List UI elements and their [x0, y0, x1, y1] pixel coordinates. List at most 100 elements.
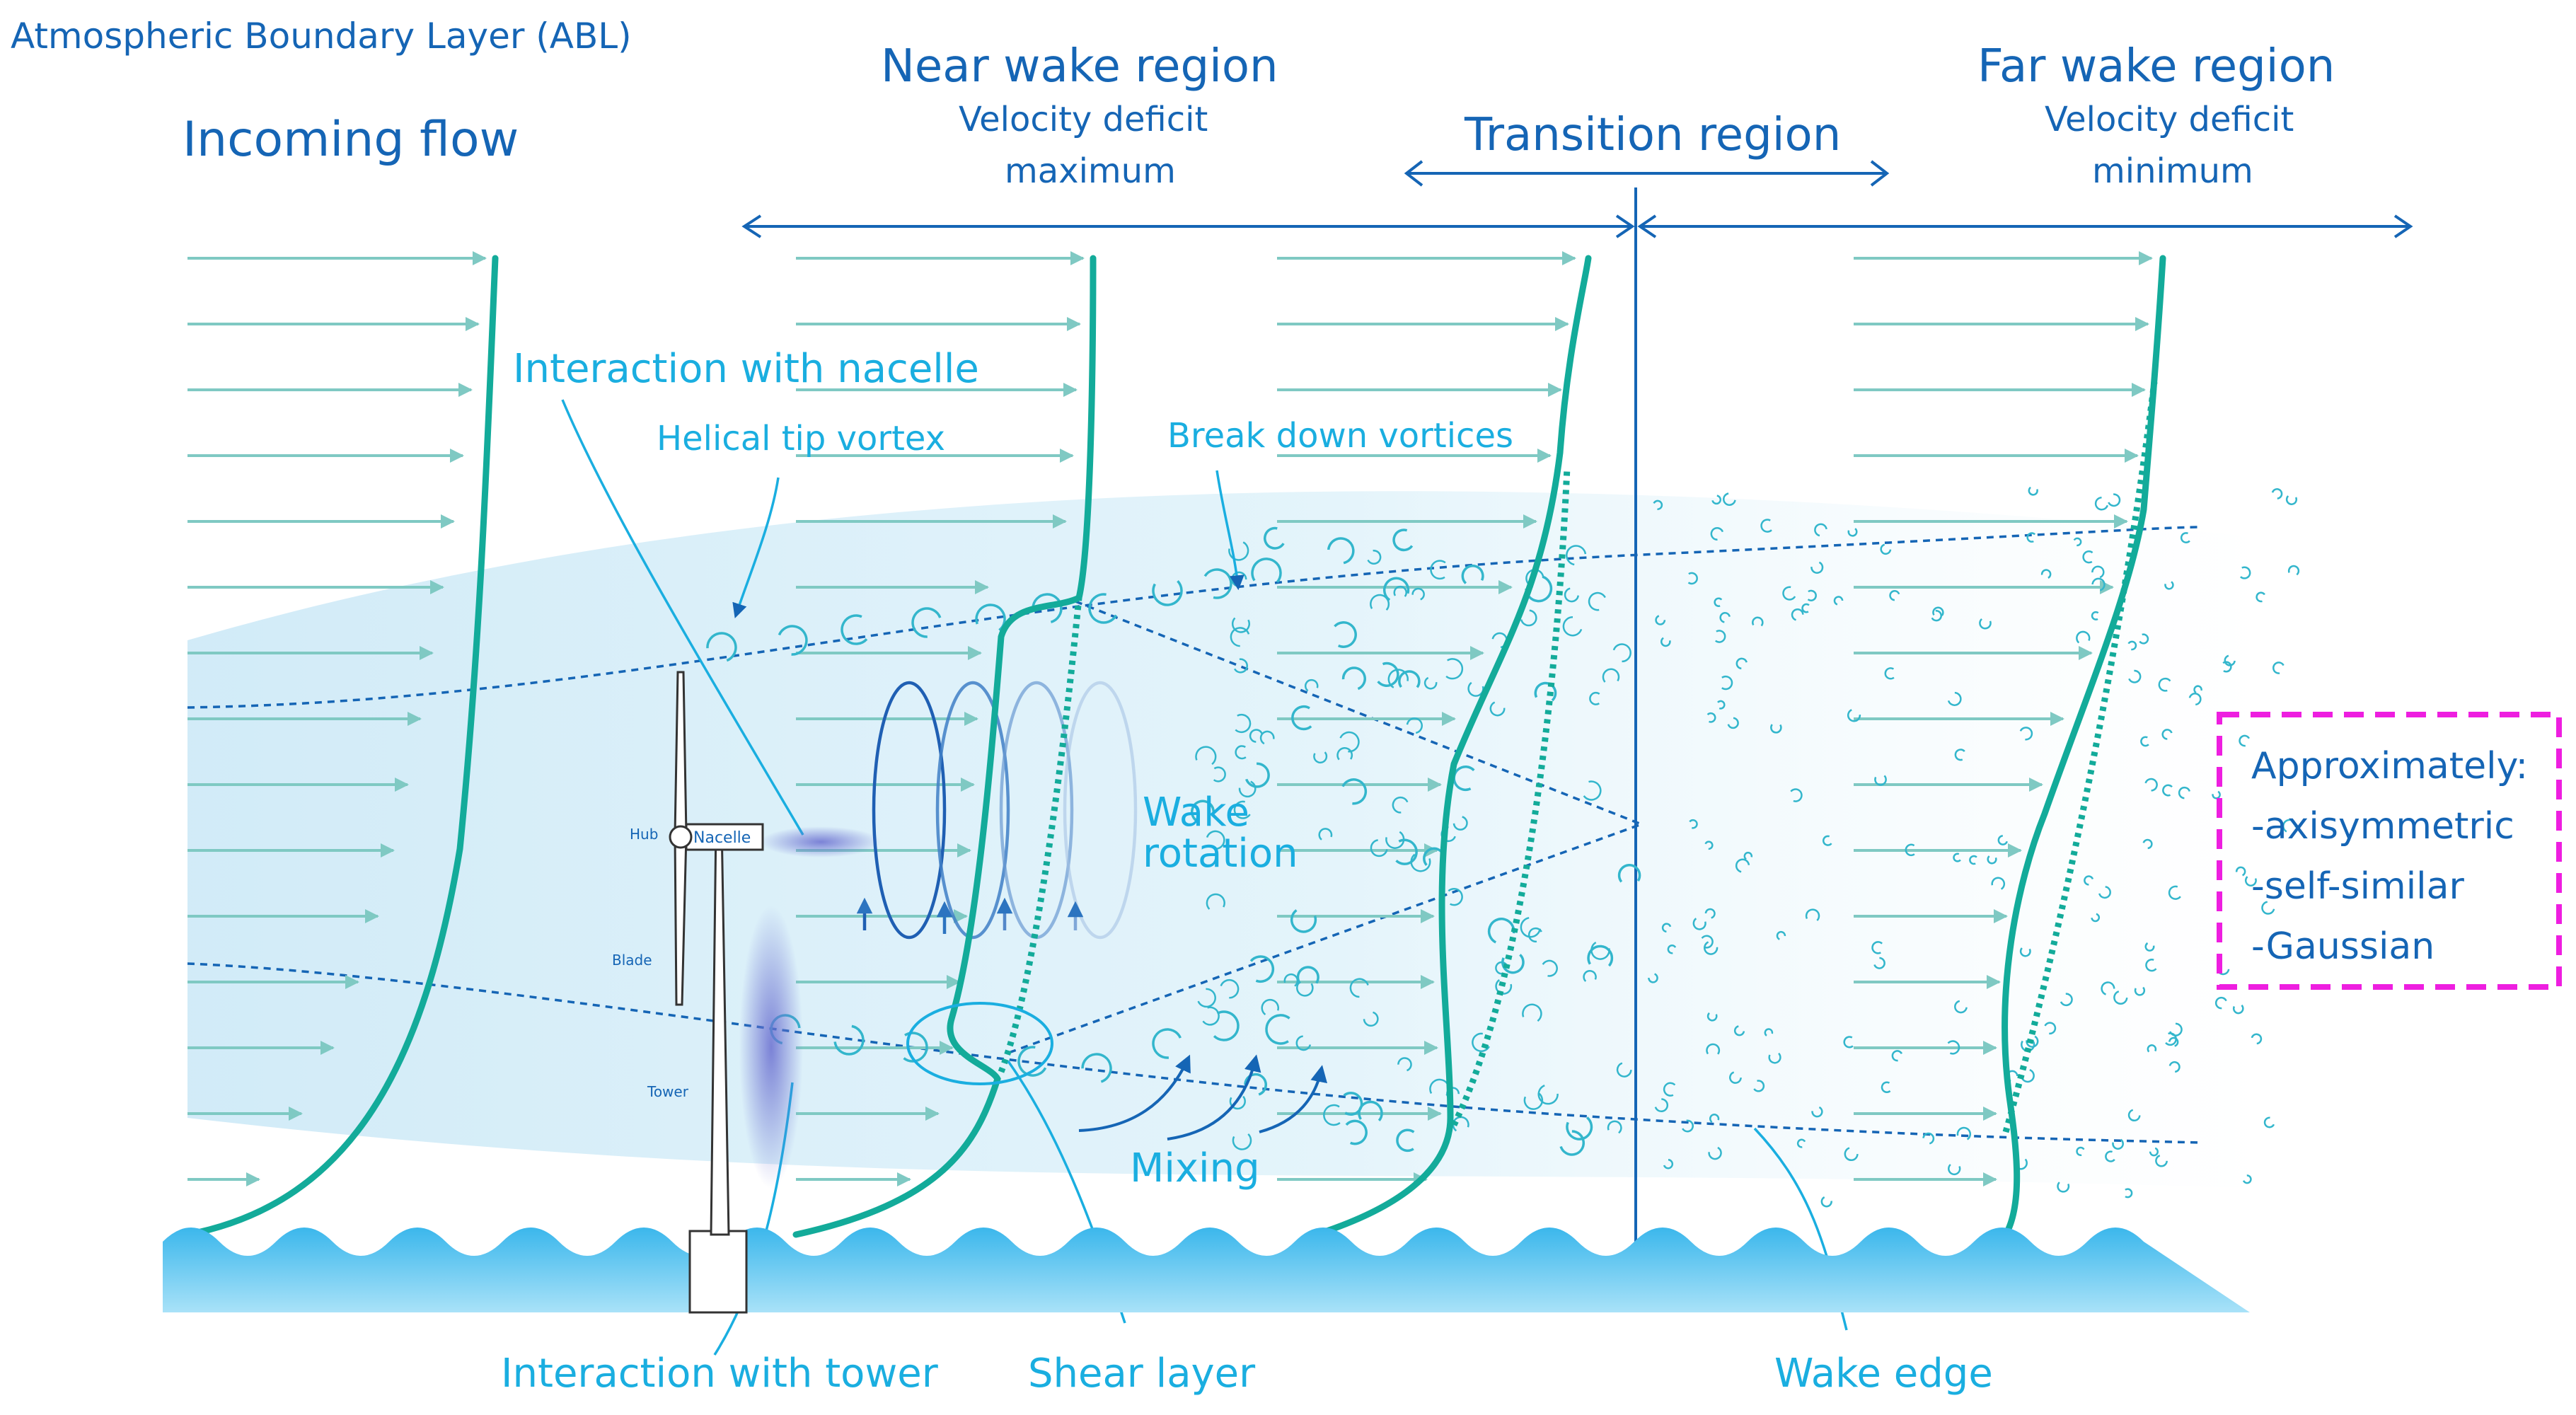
vortex-swirl [2094, 496, 2108, 511]
vortex-swirl [1889, 589, 1900, 601]
vortex-swirl [2147, 1044, 2157, 1053]
vortex-swirl [1220, 978, 1240, 999]
turbine-hub [669, 825, 693, 849]
vortex-swirl [1206, 830, 1225, 850]
vortex-swirl [2214, 996, 2227, 1010]
vortex-swirl [833, 1024, 865, 1056]
note-line-3: -self-similar [2251, 865, 2464, 908]
vortex-swirl [2272, 662, 2285, 674]
vortex-swirl [1844, 1147, 1859, 1162]
vortex-swirl [1905, 843, 1915, 857]
vortex-swirl [1663, 1159, 1674, 1169]
wake-rotation-label-2: rotation [1143, 831, 1298, 877]
vortex-swirl [1398, 670, 1421, 688]
vortex-swirl [2026, 532, 2036, 543]
vortex-swirl [1648, 973, 1658, 983]
vortex-swirl [2287, 565, 2300, 576]
vortex-swirl [1822, 835, 1832, 846]
vortex-swirl [1760, 519, 1772, 533]
vortex-swirl [778, 625, 808, 656]
vortex-swirl [1559, 1130, 1586, 1156]
vortex-swirl [1708, 1146, 1722, 1160]
vortex-swirl [975, 603, 1006, 632]
vortex-swirl [1979, 618, 1992, 630]
vortex-swirl [1244, 762, 1270, 788]
vortex-swirl [2113, 990, 2128, 1005]
vortex-swirl [1251, 558, 1282, 583]
vortex-swirl [1706, 1012, 1718, 1022]
wake-rotation-label-1: Wake [1143, 790, 1249, 836]
vortex-swirl [1397, 1057, 1412, 1072]
vortex-swirl [1714, 597, 1723, 607]
vortex-swirl [1810, 561, 1824, 574]
vortex-swirl [2188, 693, 2202, 706]
vortex-swirl [1081, 1053, 1112, 1083]
vortex-swirl [1991, 877, 2006, 890]
vortex-swirl [1195, 746, 1217, 766]
vortex-swirl [1589, 691, 1600, 705]
vortex-swirl [1588, 591, 1606, 611]
vortex-swirl [2168, 885, 2181, 900]
vortex-swirl [1814, 523, 1827, 537]
note-line-4: -Gaussian [2251, 925, 2435, 968]
vortex-swirl [1231, 617, 1250, 633]
vortex-swirl [1880, 543, 1892, 555]
vortex-swirl [1461, 565, 1484, 584]
vortex-swirl [1313, 751, 1328, 764]
vortex-swirl [1152, 579, 1183, 606]
vortex-swirl [1764, 1028, 1774, 1036]
wind-turbine [669, 671, 764, 1314]
vortex-swirl [1213, 766, 1226, 782]
vortex-swirl [1661, 923, 1672, 933]
vortex-swirl [1339, 731, 1360, 753]
note-line-2: -axisymmetric [2251, 805, 2514, 848]
vortex-swirl [1956, 1126, 1971, 1140]
nacelle-label: Nacelle [693, 829, 751, 847]
vortex-swirl [1377, 662, 1399, 687]
vortex-swirl [1987, 855, 1997, 865]
vortex-swirl [1947, 691, 1962, 706]
vortex-swirl [1423, 676, 1438, 690]
near-wake-sub2: maximum [1005, 151, 1176, 191]
hub-label: Hub [630, 826, 658, 843]
vortex-swirl [2144, 942, 2155, 952]
vortex-swirl [1396, 1128, 1415, 1153]
vortex-swirl [1833, 596, 1844, 606]
vortex-swirl [1770, 724, 1782, 734]
vortex-swirl [1233, 658, 1248, 674]
vortex-swirl [1709, 1114, 1720, 1124]
vortex-swirl [1522, 1003, 1542, 1022]
vortex-swirl [2125, 1188, 2133, 1199]
vortex-swirl [1932, 606, 1944, 616]
tower-label: Tower [647, 1083, 689, 1100]
vortex-swirl [1997, 835, 2008, 845]
vortex-swirl [1881, 1081, 1891, 1093]
vortex-swirl [2128, 669, 2142, 683]
vortex-swirl [1612, 643, 1631, 663]
wake-shading [187, 491, 2264, 1189]
far-wake-sub1: Velocity deficit [2045, 100, 2294, 139]
vortex-swirl [1327, 537, 1355, 565]
vortex-swirl [2076, 1146, 2085, 1156]
vortex-swirl [1534, 681, 1557, 702]
vortex-swirl [2044, 1022, 2057, 1035]
vortex-swirl [2165, 1032, 2177, 1046]
vortex-swirl [1537, 1085, 1559, 1105]
vortex-swirl [706, 632, 737, 662]
helical-tip-label: Helical tip vortex [657, 419, 945, 458]
vortex-swirl [1743, 851, 1753, 860]
vortex-swirl [1682, 1119, 1694, 1133]
vortex-swirl [1590, 942, 1610, 960]
vortex-swirl [2019, 947, 2031, 957]
vortex-swirl [1489, 701, 1506, 717]
vortex-swirl [1847, 528, 1858, 537]
far-wake-title: Far wake region [1977, 40, 2335, 93]
vortex-swirl [2057, 1182, 2070, 1193]
vortex-swirl [1805, 908, 1820, 921]
region-arrows [741, 160, 2413, 238]
vortex-swirl [1264, 526, 1285, 550]
shear-layer-circle [906, 1002, 1053, 1085]
vortex-swirl [2224, 654, 2236, 666]
vortex-swirl [1776, 930, 1786, 940]
